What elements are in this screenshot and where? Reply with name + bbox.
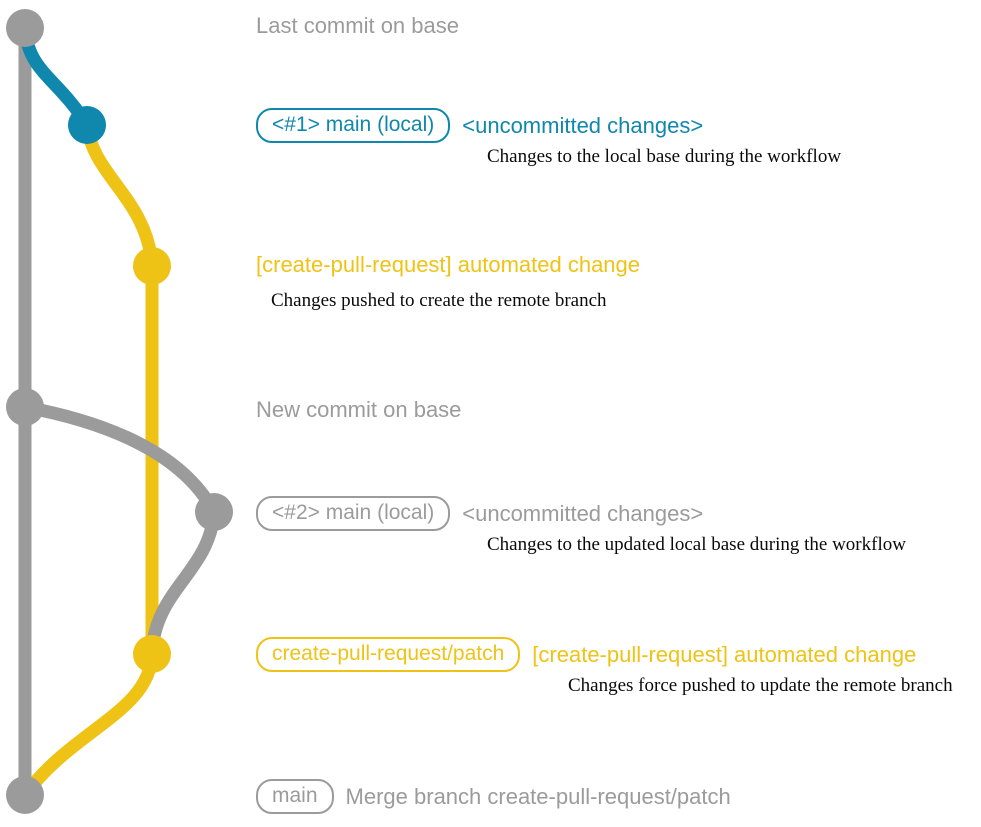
entry-local-1: <#1> main (local) <uncommitted changes> [256,108,703,143]
label-last-commit-on-base: Last commit on base [256,13,459,38]
commit-subject-remote-1: [create-pull-request] automated change [256,252,641,277]
entry-merge: main Merge branch create-pull-request/pa… [256,779,731,814]
branch-pill-remote-patch[interactable]: create-pull-request/patch [256,637,521,672]
entry-remote-2: create-pull-request/patch [create-pull-r… [256,637,916,672]
node-remote-commit-1 [133,247,171,285]
local-branch-2-merge-line [145,505,221,661]
branch-pill-local-1[interactable]: <#1> main (local) [256,108,451,143]
branch-pill-main[interactable]: main [256,779,334,814]
commit-subject-local-1: <uncommitted changes> [462,112,704,138]
commit-subject-local-2: <uncommitted changes> [462,500,704,526]
node-merge-commit [6,776,44,814]
commit-note-remote-1: Changes pushed to create the remote bran… [271,290,607,311]
commit-note-local-2: Changes to the updated local base during… [487,534,906,555]
commit-note-remote-2: Changes force pushed to update the remot… [568,675,953,696]
local-branch-2-line [18,400,221,519]
commit-note-local-1: Changes to the local base during the wor… [487,146,842,167]
node-local-commit-1 [68,106,106,144]
remote-branch-1-line [80,118,159,661]
node-local-commit-2 [195,493,233,531]
node-remote-commit-2 [133,635,171,673]
merge-line [18,647,159,802]
commit-subject-merge: Merge branch create-pull-request/patch [345,783,731,809]
branch-pill-local-2[interactable]: <#2> main (local) [256,496,451,531]
label-new-commit-on-base: New commit on base [256,397,462,422]
commit-subject-remote-2: [create-pull-request] automated change [532,641,917,667]
node-base-head [6,9,44,47]
entry-local-2: <#2> main (local) <uncommitted changes> [256,496,703,531]
node-base-new-commit [6,388,44,426]
